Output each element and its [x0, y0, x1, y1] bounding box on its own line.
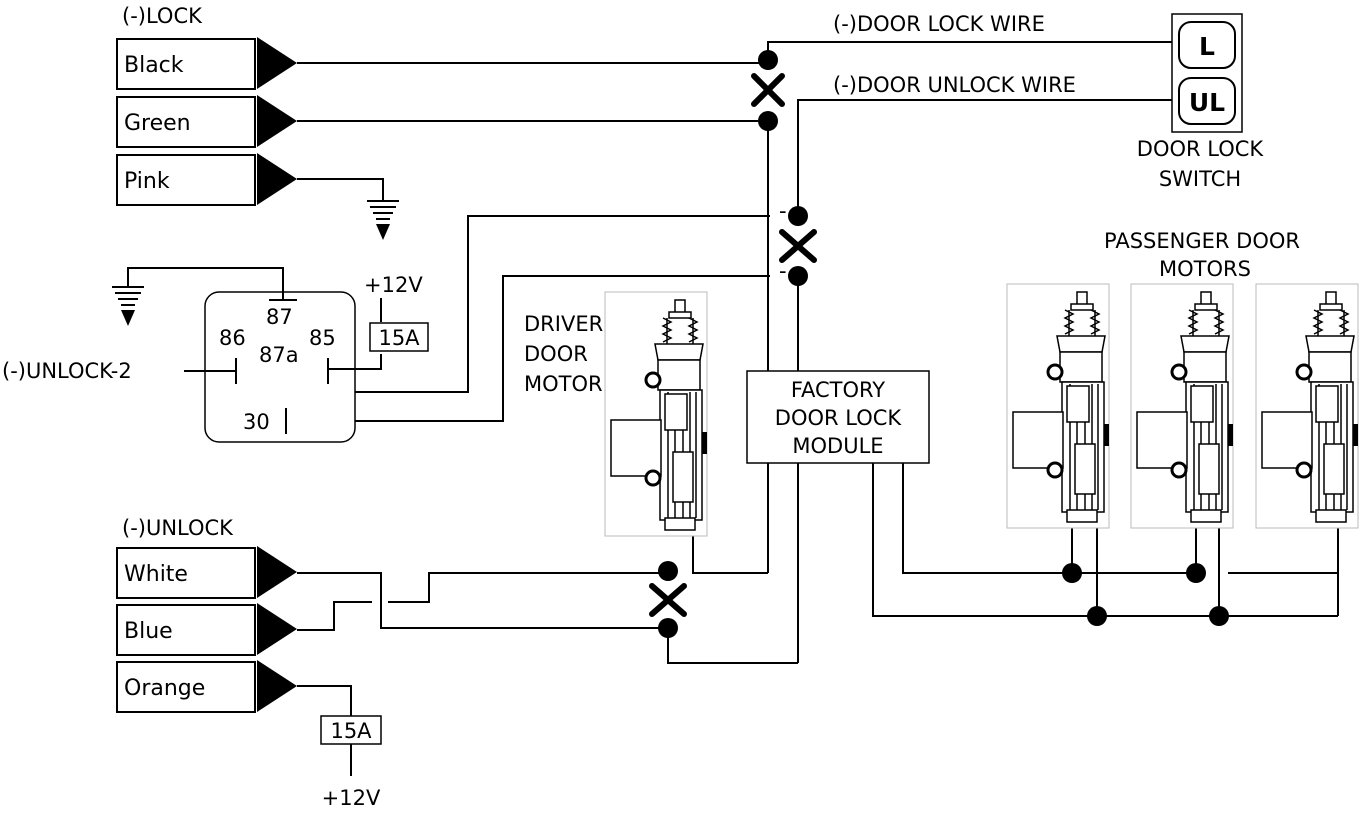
- switch-label-line2: SWITCH: [1159, 167, 1241, 191]
- wire-white-label: White: [124, 562, 188, 587]
- factory-door-lock-module: FACTORY DOOR LOCK MODULE: [746, 370, 930, 464]
- passenger-door-motor-3: [1254, 282, 1360, 530]
- passenger-label-2: MOTORS: [1159, 257, 1251, 281]
- orange-fuse-label: 15A: [330, 719, 372, 743]
- junction-driver-unlock: [658, 618, 678, 638]
- unlock-group-title: (-)UNLOCK: [122, 516, 234, 540]
- wire-white: White: [116, 546, 297, 599]
- passenger-door-motor-1: [1005, 282, 1111, 530]
- driver-motor-label-1: DRIVERS: [524, 312, 617, 336]
- relay-pin-30: 30: [243, 410, 270, 434]
- passenger-label-1: PASSENGER DOOR: [1104, 229, 1300, 253]
- orange-supply-label: +12V: [322, 786, 381, 810]
- cut-mark-unlock-wire: [779, 229, 817, 263]
- module-label-2: DOOR LOCK: [775, 406, 903, 430]
- ground-icon-pink: [367, 200, 399, 240]
- switch-label-line1: DOOR LOCK: [1137, 137, 1265, 161]
- wire-green-label: Green: [124, 111, 191, 136]
- wire-orange-label: Orange: [124, 676, 205, 701]
- junction-unlock-top: [788, 206, 808, 226]
- relay-pin-87a: 87a: [259, 343, 299, 367]
- junction-driver-lock: [658, 561, 678, 581]
- relay: 87 86 85 87a 30: [127, 267, 382, 443]
- wire-black: Black: [116, 37, 297, 90]
- junction-unlock-bottom: [788, 266, 808, 286]
- lock-key-label: L: [1199, 32, 1215, 61]
- relay-pin-86: 86: [219, 326, 246, 350]
- passenger-door-motor-2: [1129, 282, 1235, 530]
- minus-mark-top: -: [779, 199, 787, 223]
- door-lock-switch: L UL: [1171, 13, 1243, 133]
- wire-blue-label: Blue: [124, 619, 173, 644]
- ground-icon-relay: [112, 286, 144, 326]
- driver-motor-label-2: DOOR: [524, 342, 588, 366]
- orange-fuse: 15A: [320, 715, 382, 745]
- minus-mark-bottom: -: [779, 259, 787, 283]
- cut-mark-driver-wire: [649, 583, 687, 617]
- wire-green: Green: [116, 95, 297, 148]
- module-label-1: FACTORY: [791, 378, 885, 402]
- wire-blue: Blue: [116, 603, 297, 656]
- unlock-key-label: UL: [1189, 88, 1225, 117]
- driver-motor-label-3: MOTOR: [524, 372, 603, 396]
- junction-lock-bottom: [758, 111, 778, 131]
- junction-passenger-2b: [1209, 606, 1229, 626]
- cut-mark-lock-wire: [751, 73, 785, 107]
- door-unlock-wire-label: (-)DOOR UNLOCK WIRE: [833, 73, 1076, 97]
- relay-supply-label: +12V: [364, 273, 423, 297]
- wire-orange: Orange: [116, 660, 297, 713]
- junction-passenger-2a: [1186, 563, 1206, 583]
- lock-group-title: (-)LOCK: [122, 4, 203, 28]
- driver-door-motor: [603, 290, 709, 538]
- door-lock-wire-label: (-)DOOR LOCK WIRE: [833, 12, 1045, 36]
- wire-black-label: Black: [124, 53, 184, 78]
- module-label-3: MODULE: [792, 434, 883, 458]
- wire-pink: Pink: [116, 153, 297, 206]
- wire-pink-label: Pink: [124, 169, 170, 194]
- junction-passenger-1a: [1062, 563, 1082, 583]
- relay-input-label: (-)UNLOCK-2: [2, 359, 132, 383]
- relay-pin-85: 85: [309, 326, 336, 350]
- junction-passenger-1b: [1087, 606, 1107, 626]
- junction-lock-top: [758, 50, 778, 70]
- relay-fuse: 15A: [369, 322, 429, 352]
- relay-pin-87: 87: [266, 305, 293, 329]
- relay-fuse-label: 15A: [378, 326, 420, 350]
